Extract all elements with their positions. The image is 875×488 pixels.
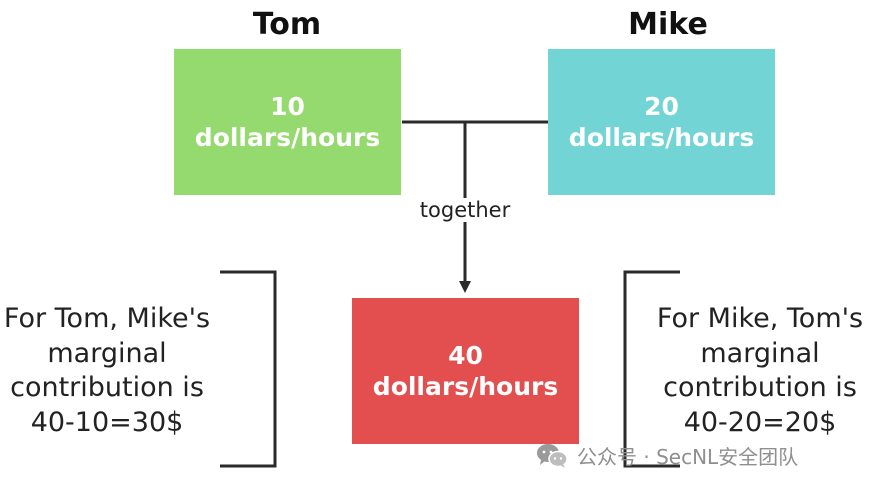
watermark: 公众号 · SecNL安全团队	[535, 441, 798, 470]
tom-rate-value: 10	[270, 91, 305, 121]
right-note-line: contribution is	[663, 372, 857, 404]
together-rate-box: 40 dollars/hours	[352, 298, 579, 444]
right-note-line: For Mike, Tom's	[656, 303, 864, 334]
together-label: together	[405, 198, 525, 222]
together-rate-unit: dollars/hours	[372, 372, 559, 401]
right-note-line: marginal	[700, 337, 820, 369]
right-note-line: 40-20=20$	[683, 406, 837, 438]
mike-rate-value: 20	[644, 91, 679, 121]
left-marginal-note: For Tom, Mike's marginal contribution is…	[0, 302, 214, 440]
together-rate-value: 40	[448, 340, 483, 370]
left-note-line: marginal	[47, 337, 167, 369]
left-bracket	[220, 270, 277, 468]
tom-name-label: Tom	[252, 7, 322, 42]
mike-rate-box: 20 dollars/hours	[548, 49, 775, 195]
left-note-line: contribution is	[10, 372, 204, 404]
mike-rate-unit: dollars/hours	[568, 123, 755, 152]
right-marginal-note: For Mike, Tom's marginal contribution is…	[645, 302, 875, 440]
watermark-text: 公众号 · SecNL安全团队	[577, 445, 799, 469]
left-note-line: 40-10=30$	[30, 406, 184, 438]
mike-name-label: Mike	[628, 7, 708, 42]
right-bracket	[623, 270, 680, 468]
tom-rate-box: 10 dollars/hours	[174, 49, 401, 195]
tom-rate-unit: dollars/hours	[194, 123, 381, 152]
wechat-icon	[537, 443, 568, 468]
left-note-line: For Tom, Mike's	[3, 303, 211, 334]
